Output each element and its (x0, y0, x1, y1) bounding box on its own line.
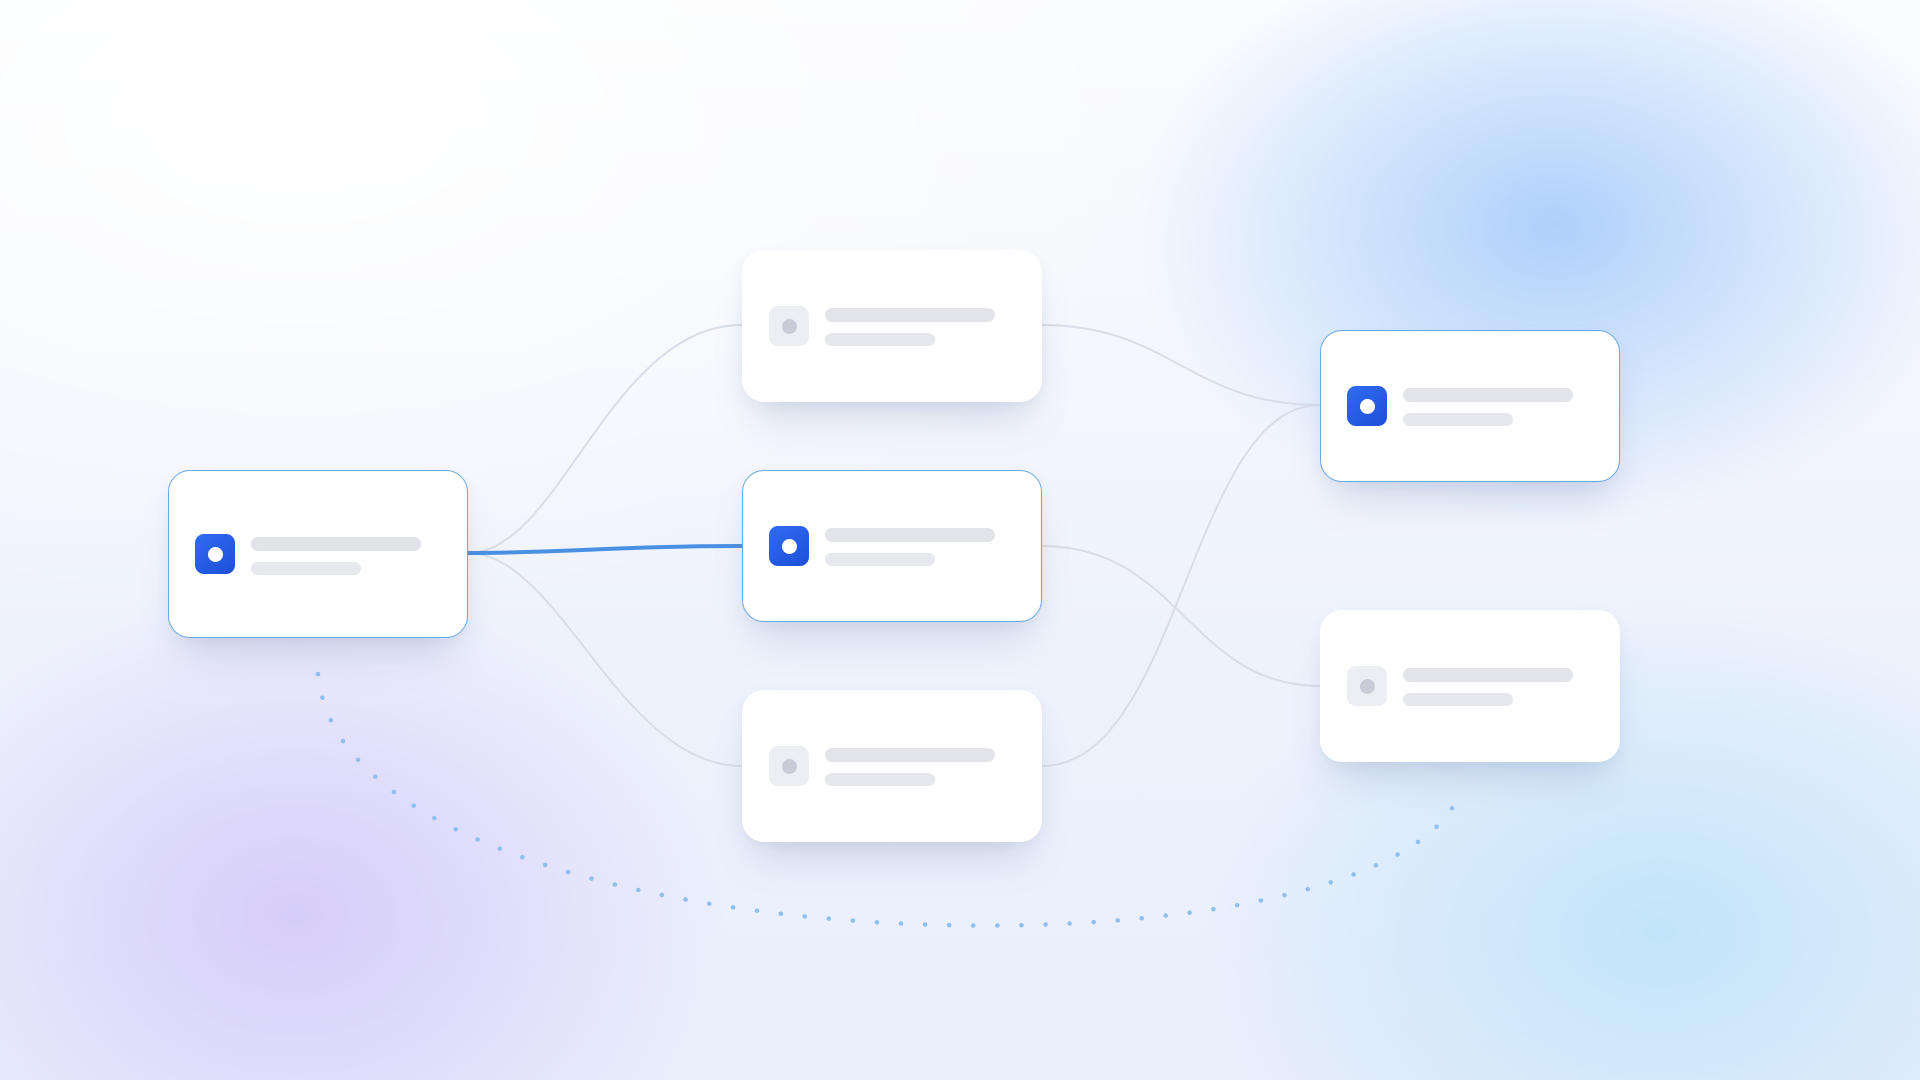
edge-mid-center-to-right-bottom (1041, 545, 1321, 687)
edge-mid-top-to-right-top (1041, 324, 1321, 406)
placeholder-title-line (251, 537, 421, 551)
placeholder-subtitle-line (825, 553, 935, 566)
node-icon (1347, 666, 1387, 706)
placeholder-title-line (825, 748, 995, 762)
edge-dotted-source-to-right-bottom (315, 671, 1463, 928)
node-right-top[interactable] (1320, 330, 1620, 482)
node-icon (769, 746, 809, 786)
placeholder-subtitle-line (825, 773, 935, 786)
node-mid-bottom[interactable] (742, 690, 1042, 842)
placeholder-subtitle-line (1403, 693, 1513, 706)
node-source[interactable] (168, 470, 468, 638)
node-mid-top[interactable] (742, 250, 1042, 402)
edge-mid-bottom-to-right-top (1041, 404, 1321, 767)
placeholder-subtitle-line (1403, 413, 1513, 426)
node-icon (769, 526, 809, 566)
placeholder-title-line (1403, 388, 1573, 402)
node-mid-center[interactable] (742, 470, 1042, 622)
edge-source-to-mid-top (467, 324, 743, 554)
node-right-bottom[interactable] (1320, 610, 1620, 762)
placeholder-title-line (825, 528, 995, 542)
placeholder-subtitle-line (251, 562, 361, 575)
edge-source-to-mid-bottom (467, 552, 743, 767)
placeholder-title-line (1403, 668, 1573, 682)
node-icon (1347, 386, 1387, 426)
placeholder-title-line (825, 308, 995, 322)
node-icon (769, 306, 809, 346)
placeholder-subtitle-line (825, 333, 935, 346)
node-icon (195, 534, 235, 574)
edge-source-to-mid-center (466, 544, 744, 555)
